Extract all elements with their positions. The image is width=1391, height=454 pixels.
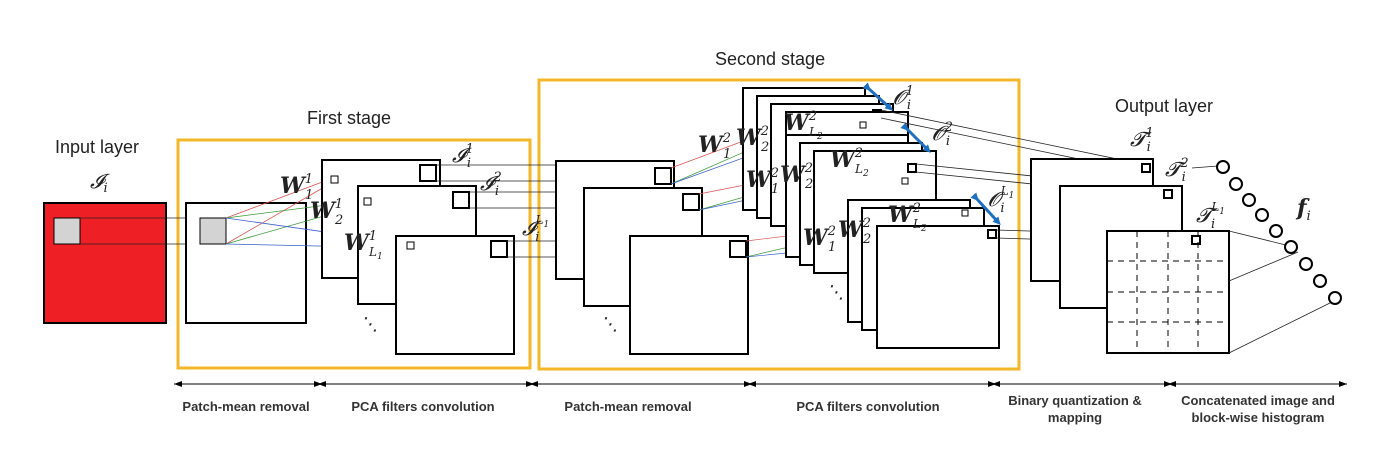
caption-pca-1: PCA filters convolution [351,399,494,414]
first-stage-box [176,138,532,370]
caption-patch-mean-2: Patch-mean removal [564,399,691,414]
stage2-mean-removed-L [629,235,749,355]
stage1-patch [199,217,227,245]
stack-arrow-2 [900,122,931,153]
caption-binary-line1: Binary quantization & [1008,393,1142,408]
caption-histogram-line1: Concatenated image and [1181,393,1335,408]
second-stage-box [537,78,1021,371]
caption-binary-line2: mapping [1048,410,1102,425]
stage2-dots-a: ⋱ [600,314,618,335]
input-layer-label: Input layer [55,137,139,157]
stack-arrow-1 [862,82,893,111]
stage2-dots-b: ⋱ [826,282,844,303]
output-layer-label: Output layer [1115,96,1213,116]
feature-symbol: fi [1295,195,1311,224]
second-stage-label: Second stage [715,49,825,69]
input-image-symbol: 𝓘i [90,169,110,196]
caption-patch-mean-1: Patch-mean removal [182,399,309,414]
caption-histogram-line2: block-wise histogram [1192,410,1325,425]
caption-pca-2: PCA filters convolution [796,399,939,414]
input-patch [53,217,81,245]
stage2-output-L [876,225,1000,349]
stage1-dots: ⋱ [360,314,378,335]
feature-vector [1216,160,1342,305]
stack-arrow-L [970,192,1001,225]
first-stage-label: First stage [307,108,391,128]
